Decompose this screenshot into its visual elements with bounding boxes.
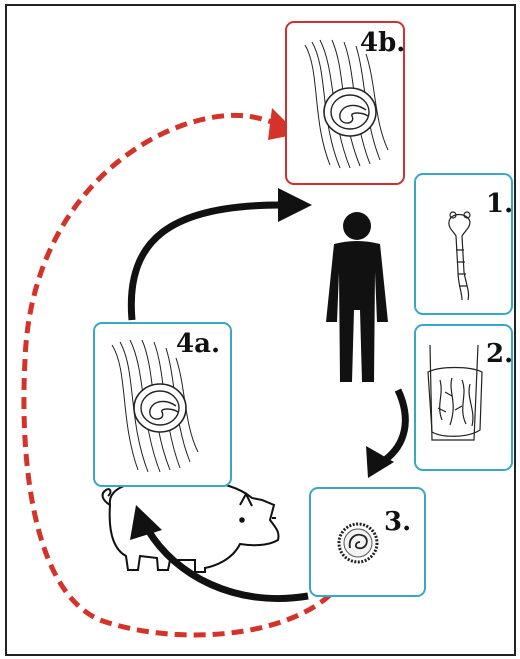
stage-label-2: 2. [486,339,513,369]
stage-card-2: 2. [415,325,513,470]
arrow-human-to-larva [366,390,405,478]
stage-label-1: 1. [486,189,513,219]
pig-outline-icon [103,482,279,572]
stage-card-3: 3. [310,488,425,596]
stage-card-4a: 4a. [94,323,231,486]
arrowhead-icon [366,446,394,478]
stage-label-4a: 4a. [176,329,220,359]
stage-label-3: 3. [384,507,411,537]
human-silhouette-icon [326,212,388,382]
arrowhead-icon [278,188,312,222]
arrow-larva-to-pig [130,505,308,598]
arrow-pig-muscle-to-human [131,188,312,320]
larva-cyst-icon [339,524,377,562]
arrowhead-icon [130,505,162,540]
stage-card-4b: 4b. [286,22,405,184]
stage-label-4b: 4b. [360,28,405,58]
stage-card-1: 1. [415,174,513,314]
